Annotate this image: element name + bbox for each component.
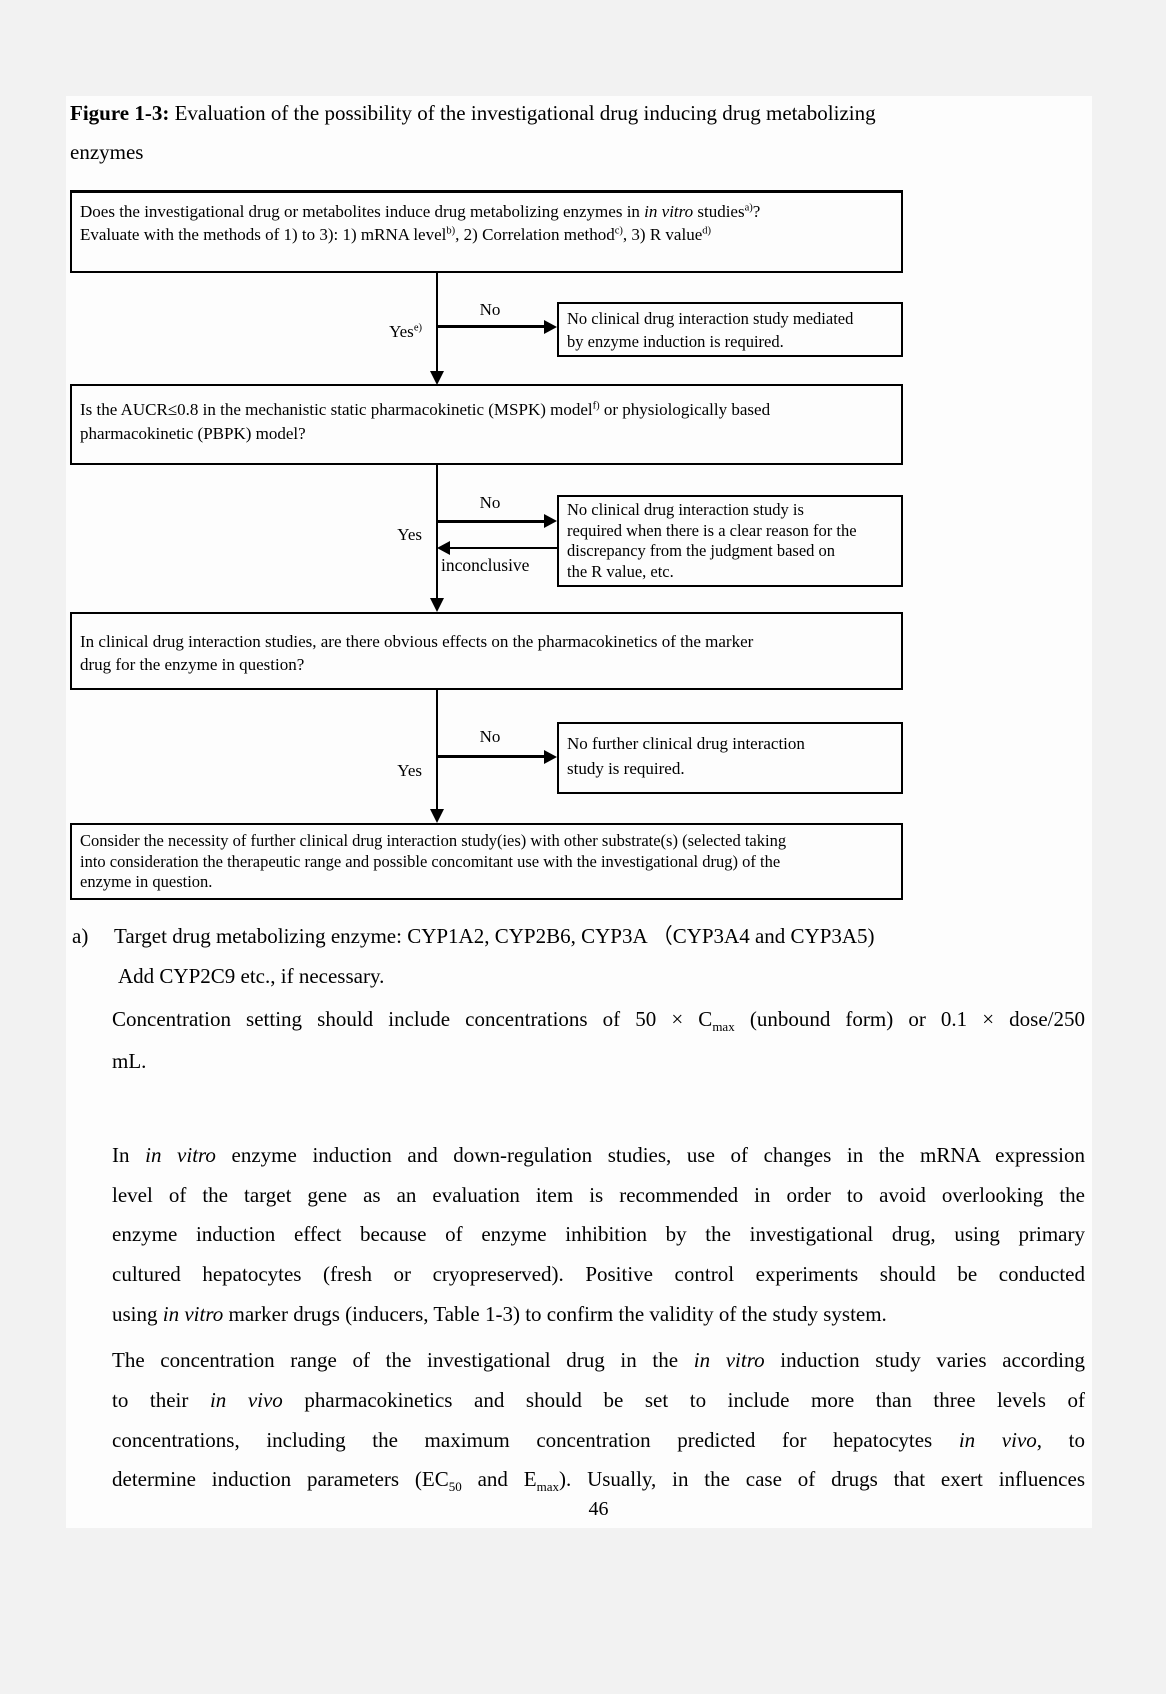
arrowhead-down-2-icon (430, 598, 444, 612)
arrowhead-right-1-icon (544, 320, 557, 334)
flow-outcome-2-line-1: No clinical drug interaction study is (567, 500, 804, 519)
flow-label-yes-1: Yese) (389, 322, 422, 341)
footnote-a-marker: a) (72, 924, 89, 948)
flow-question-1-line-2: Evaluate with the methods of 1) to 3): 1… (80, 225, 712, 244)
flow-question-3-line-2: drug for the enzyme in question? (80, 655, 305, 674)
flow-label-yes-2: Yes (397, 525, 422, 544)
flow-connector-vertical-2 (436, 465, 438, 600)
footnote-a-line-4: mL. (112, 1049, 147, 1073)
paragraph-2-line-1: The concentration range of the investiga… (112, 1348, 1085, 1372)
footnote-a-line-1: Target drug metabolizing enzyme: CYP1A2,… (114, 924, 875, 948)
arrowhead-right-3-icon (544, 750, 557, 764)
flow-outcome-3-line-1: No further clinical drug interaction (567, 734, 805, 753)
flow-connector-vertical-1 (436, 273, 438, 373)
flow-arrow-no-3 (437, 755, 545, 758)
flow-label-no-1: No (479, 300, 501, 319)
flow-label-inconclusive: inconclusive (441, 555, 530, 575)
flow-outcome-box-2: No clinical drug interaction study is re… (557, 495, 903, 587)
arrowhead-right-2-icon (544, 514, 557, 528)
paragraph-1-line-1: In in vitro enzyme induction and down-re… (112, 1143, 1085, 1167)
flow-conclusion-line-3: enzyme in question. (80, 872, 213, 891)
flow-outcome-2-line-4: the R value, etc. (567, 561, 674, 581)
arrowhead-down-1-icon (430, 371, 444, 385)
paragraph-1-line-5: using in vitro marker drugs (inducers, T… (112, 1302, 887, 1326)
flow-conclusion-line-2: into consideration the therapeutic range… (80, 851, 781, 871)
arrowhead-left-inconclusive-icon (437, 541, 450, 555)
paragraph-2-line-4: determine induction parameters (EC50 and… (112, 1467, 1085, 1495)
flow-question-2-line-1: Is the AUCR≤0.8 in the mechanistic stati… (80, 400, 771, 419)
figure-title-line-2: enzymes (70, 140, 144, 164)
flow-arrow-no-2 (437, 520, 545, 523)
flow-question-2-line-2: pharmacokinetic (PBPK) model? (80, 424, 306, 443)
flow-outcome-2-line-2: required when there is a clear reason fo… (567, 520, 857, 540)
flow-label-no-3: No (479, 727, 501, 746)
flow-conclusion-box: Consider the necessity of further clinic… (70, 823, 903, 900)
flow-question-1-line-1: Does the investigational drug or metabol… (80, 202, 761, 221)
flow-outcome-2-line-3: discrepancy from the judgment based on (567, 541, 836, 560)
paragraph-1-line-4: cultured hepatocytes (fresh or cryoprese… (112, 1262, 1085, 1286)
page-number: 46 (588, 1498, 609, 1520)
flow-question-box-3: In clinical drug interaction studies, ar… (70, 612, 903, 690)
flow-outcome-3-line-2: study is required. (567, 759, 685, 778)
flow-question-3-line-1: In clinical drug interaction studies, ar… (80, 632, 754, 651)
flow-arrow-no-1 (437, 325, 545, 328)
paragraph-2-line-2: to their in vivo pharmacokinetics and sh… (112, 1388, 1085, 1412)
flow-outcome-box-3: No further clinical drug interaction stu… (557, 722, 903, 794)
paragraph-1-line-3: enzyme induction effect because of enzym… (112, 1222, 1085, 1246)
flow-outcome-1-line-1: No clinical drug interaction study media… (567, 309, 854, 328)
flow-outcome-1-line-2: by enzyme induction is required. (567, 332, 784, 351)
flow-question-box-1: Does the investigational drug or metabol… (70, 190, 903, 273)
flow-outcome-box-1: No clinical drug interaction study media… (557, 302, 903, 357)
flow-connector-vertical-3 (436, 690, 438, 811)
arrowhead-down-3-icon (430, 809, 444, 823)
paragraph-1-line-2: level of the target gene as an evaluatio… (112, 1183, 1085, 1207)
flow-label-no-2: No (479, 493, 501, 512)
footnote-a-line-3: Concentration setting should include con… (112, 1007, 1085, 1035)
flow-arrow-inconclusive (450, 547, 557, 549)
flow-question-box-2: Is the AUCR≤0.8 in the mechanistic stati… (70, 384, 903, 465)
flow-label-yes-3: Yes (397, 761, 422, 780)
paragraph-2-line-3: concentrations, including the maximum co… (112, 1428, 1085, 1452)
figure-title-line-1: Figure 1-3: Evaluation of the possibilit… (70, 101, 876, 125)
footnote-a-line-2: Add CYP2C9 etc., if necessary. (118, 964, 385, 988)
flow-conclusion-line-1: Consider the necessity of further clinic… (80, 831, 787, 850)
